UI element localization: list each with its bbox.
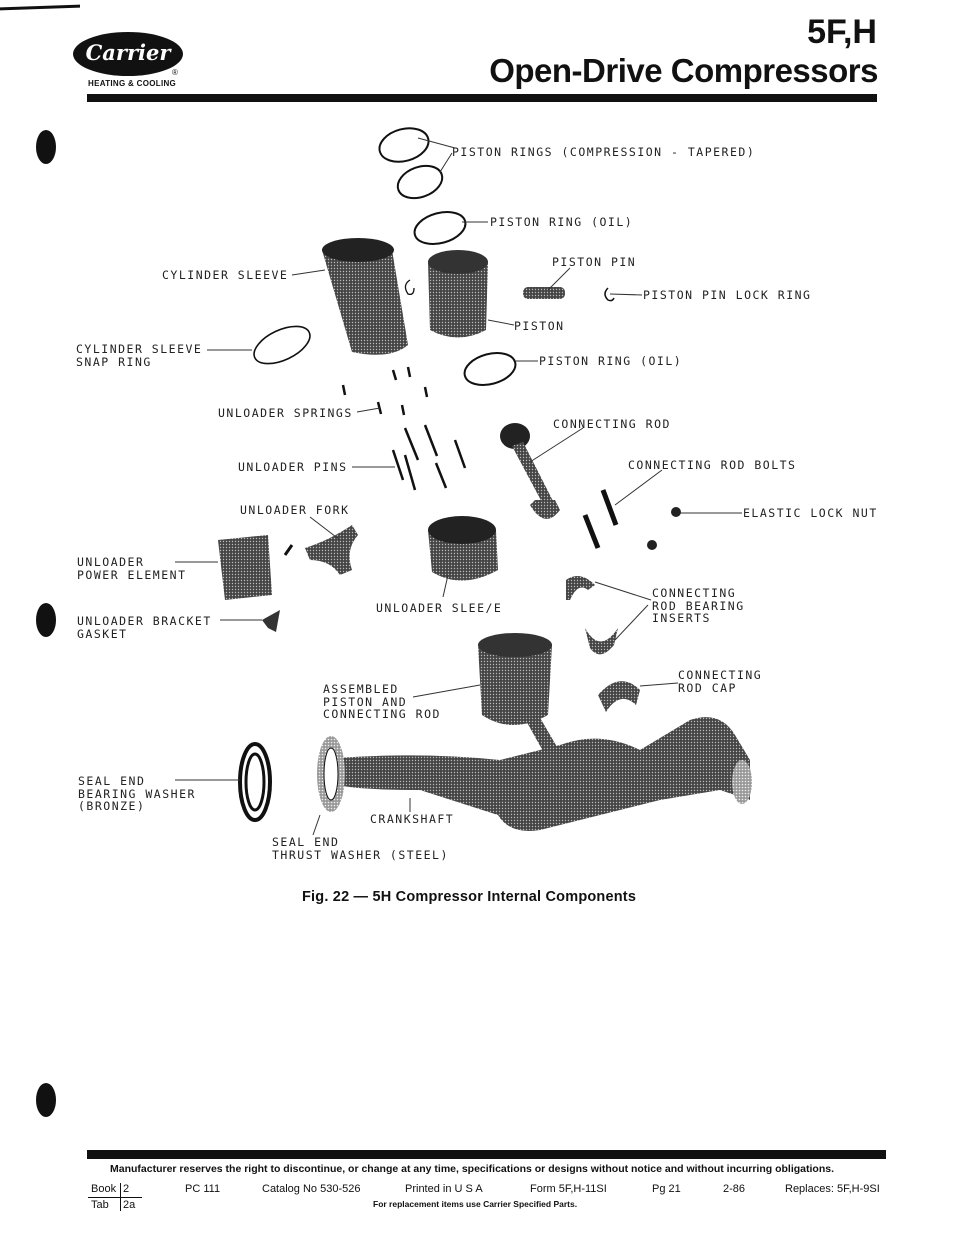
label-assembled-piston: ASSEMBLED PISTON AND CONNECTING ROD xyxy=(323,682,441,721)
corner-mark xyxy=(0,4,80,11)
label-unloader-pins: UNLOADER PINS xyxy=(238,460,348,474)
label-piston-pin-lock-ring: PISTON PIN LOCK RING xyxy=(643,288,812,302)
label-piston-ring-oil-top: PISTON RING (OIL) xyxy=(490,215,634,229)
label-elastic-lock-nut: ELASTIC LOCK NUT xyxy=(743,506,878,520)
disclaimer: Manufacturer reserves the right to disco… xyxy=(110,1163,835,1175)
carrier-logo: Carrier xyxy=(73,32,183,76)
label-seal-end-thrust-washer: SEAL END THRUST WASHER (STEEL) xyxy=(272,835,449,862)
replaces: Replaces: 5F,H-9SI xyxy=(785,1183,880,1195)
label-connecting-rod-bolts: CONNECTING ROD BOLTS xyxy=(628,458,797,472)
book-label: Book xyxy=(91,1183,117,1195)
label-unloader-bracket-gasket: UNLOADER BRACKET GASKET xyxy=(77,614,212,641)
label-cylinder-sleeve: CYLINDER SLEEVE xyxy=(162,268,289,282)
label-unloader-power-element: UNLOADER POWER ELEMENT xyxy=(77,555,187,582)
label-piston-pin: PISTON PIN xyxy=(552,255,637,269)
pc-number: PC 111 xyxy=(185,1183,221,1195)
label-crankshaft: CRANKSHAFT xyxy=(370,812,455,826)
printed-in: Printed in U S A xyxy=(405,1183,483,1195)
label-piston: PISTON xyxy=(514,319,565,333)
footer-rule xyxy=(87,1150,886,1159)
tab-value: 2a xyxy=(123,1199,136,1211)
label-piston-rings-compression: PISTON RINGS (COMPRESSION - TAPERED) xyxy=(452,145,756,159)
issue-date: 2-86 xyxy=(723,1183,746,1195)
binder-hole-bottom xyxy=(36,1083,56,1117)
label-unloader-sleeve: UNLOADER SLEE/E xyxy=(376,601,503,615)
page-title: Open-Drive Compressors xyxy=(489,52,878,89)
label-unloader-fork: UNLOADER FORK xyxy=(240,503,350,517)
binder-hole-top xyxy=(36,130,56,164)
tab-label: Tab xyxy=(91,1199,109,1211)
book-tab-rule xyxy=(88,1197,142,1198)
brand-tagline: HEATING & COOLING xyxy=(88,79,177,88)
replacement-note: For replacement items use Carrier Specif… xyxy=(373,1199,578,1209)
book-value: 2 xyxy=(123,1183,130,1195)
header-rule xyxy=(87,94,877,102)
label-unloader-springs: UNLOADER SPRINGS xyxy=(218,406,353,420)
label-cylinder-sleeve-snap-ring: CYLINDER SLEEVE SNAP RING xyxy=(76,342,203,369)
model-number: 5F,H xyxy=(807,13,877,51)
label-connecting-rod-cap: CONNECTING ROD CAP xyxy=(678,668,763,695)
figure-caption: Fig. 22 — 5H Compressor Internal Compone… xyxy=(302,889,637,905)
label-piston-ring-oil-bottom: PISTON RING (OIL) xyxy=(539,354,683,368)
cylinder-sleeve-shape xyxy=(322,238,408,355)
page-number: Pg 21 xyxy=(652,1183,681,1195)
binder-hole-middle xyxy=(36,603,56,637)
catalog-number: Catalog No 530-526 xyxy=(262,1183,361,1195)
brand-text: Carrier xyxy=(86,40,173,65)
form-number: Form 5F,H-11SI xyxy=(530,1183,607,1195)
label-connecting-rod-bearing-inserts: CONNECTING ROD BEARING INSERTS xyxy=(652,586,745,625)
registered-mark: ® xyxy=(172,68,178,77)
label-seal-end-bearing-washer: SEAL END BEARING WASHER (BRONZE) xyxy=(78,774,196,813)
label-connecting-rod: CONNECTING ROD xyxy=(553,417,671,431)
